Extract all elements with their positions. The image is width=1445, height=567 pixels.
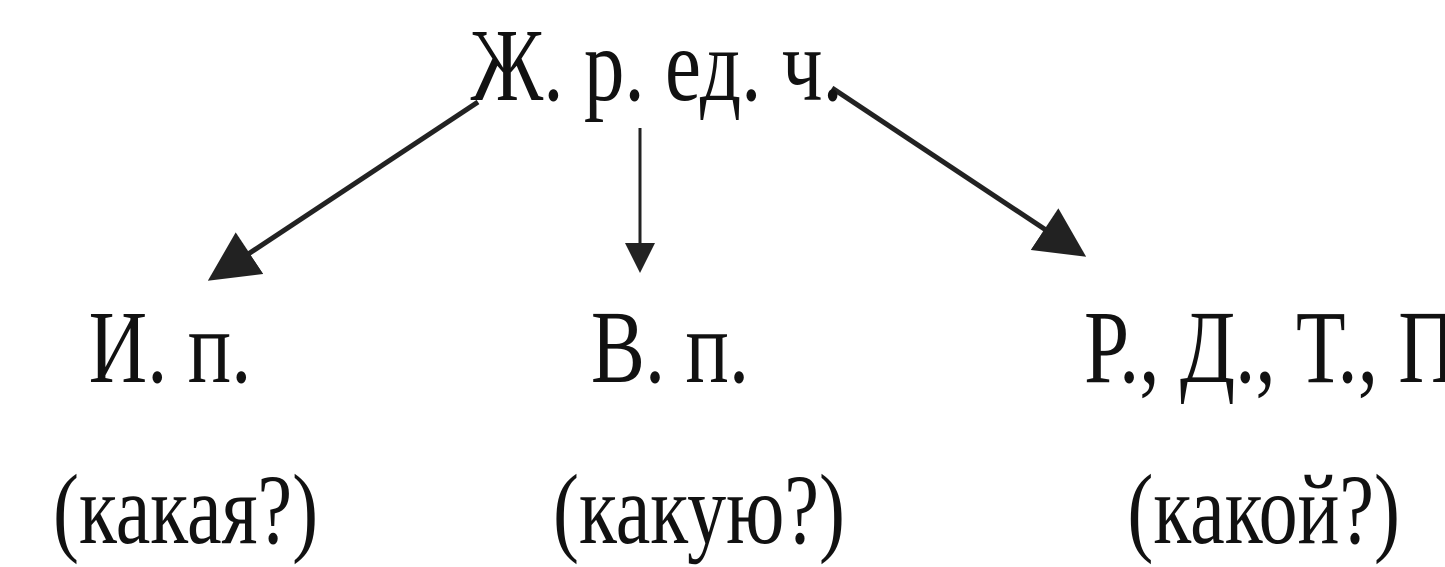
question-label-accusative: (какую?) <box>553 454 845 565</box>
case-label-nominative: И. п. <box>88 290 252 405</box>
root-label: Ж. р. ед. ч. <box>470 8 843 123</box>
case-label-accusative: В. п. <box>590 290 750 405</box>
case-label-other: Р., Д., Т., П. <box>1084 290 1445 405</box>
arrow-to-nominative <box>207 99 480 281</box>
question-label-nominative: (какая?) <box>53 454 319 565</box>
question-label-other: (какой?) <box>1127 454 1400 565</box>
arrow-to-other-cases <box>830 85 1087 257</box>
